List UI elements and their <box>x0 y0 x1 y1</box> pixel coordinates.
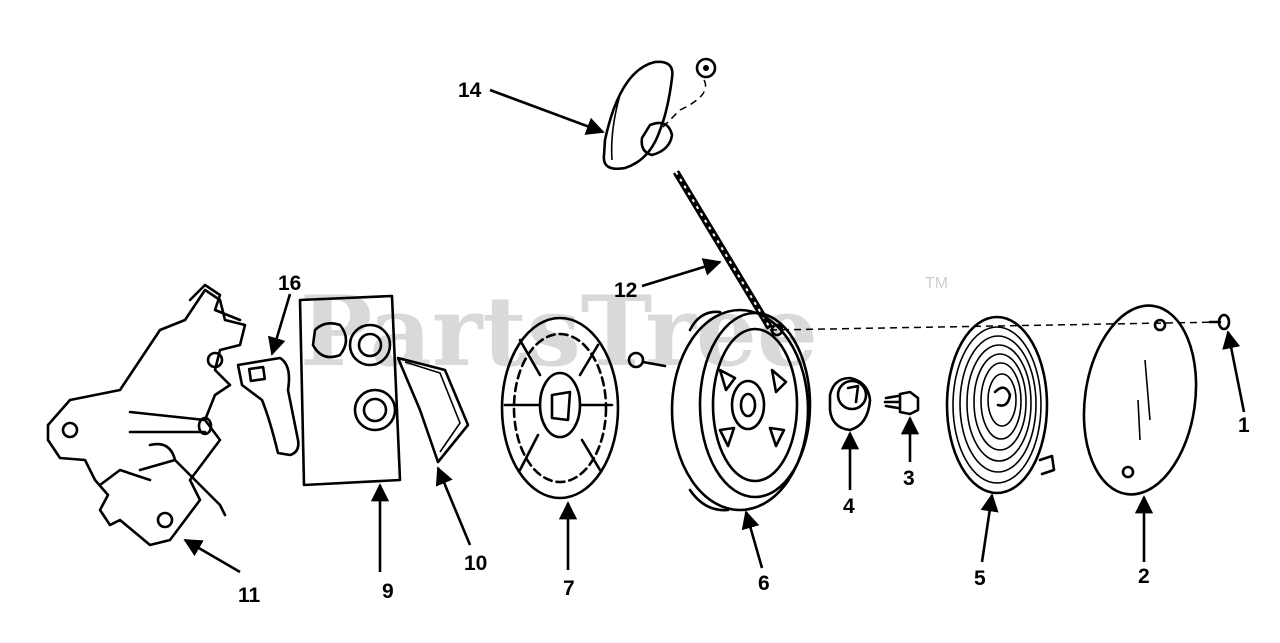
callout-16: 16 <box>278 272 301 295</box>
leader-12 <box>641 258 722 288</box>
control-bracket <box>46 283 247 547</box>
hex-screw <box>883 390 920 416</box>
assembly-axis-line <box>769 321 1223 331</box>
leader-5 <box>980 493 999 563</box>
leader-10 <box>435 466 472 546</box>
callout-14: 14 <box>458 79 482 102</box>
rewind-pulley <box>670 308 812 512</box>
callout-7: 7 <box>563 577 575 600</box>
callout-1: 1 <box>1238 414 1250 437</box>
rewind-spring <box>945 315 1056 495</box>
starter-handle <box>602 60 674 170</box>
starter-rope <box>673 170 773 330</box>
callout-12: 12 <box>614 279 637 302</box>
leader-14 <box>489 88 605 135</box>
leader-6 <box>741 510 764 569</box>
control-plate <box>298 294 402 487</box>
choke-lever <box>236 356 300 457</box>
pawl-cup <box>828 376 872 432</box>
leader-1 <box>1222 330 1246 413</box>
callout-10: 10 <box>464 552 487 575</box>
leader-11 <box>183 538 241 574</box>
callout-5: 5 <box>974 567 986 590</box>
handle-rivet <box>695 57 717 79</box>
callout-3: 3 <box>903 467 915 490</box>
wire-spring <box>396 356 470 464</box>
leader-16 <box>267 293 292 356</box>
callout-4: 4 <box>843 495 855 518</box>
drive-gear <box>500 316 620 500</box>
handle-rivet-line <box>659 79 707 131</box>
watermark-trademark: TM <box>925 275 948 292</box>
spring-cover <box>1082 304 1198 496</box>
callout-6: 6 <box>758 572 770 595</box>
watermark-text: PartsTree <box>300 275 818 388</box>
callout-2: 2 <box>1138 565 1150 588</box>
callout-9: 9 <box>382 580 394 603</box>
retainer-pin <box>627 351 667 369</box>
callout-11: 11 <box>238 584 261 607</box>
cover-screw <box>1208 313 1231 331</box>
